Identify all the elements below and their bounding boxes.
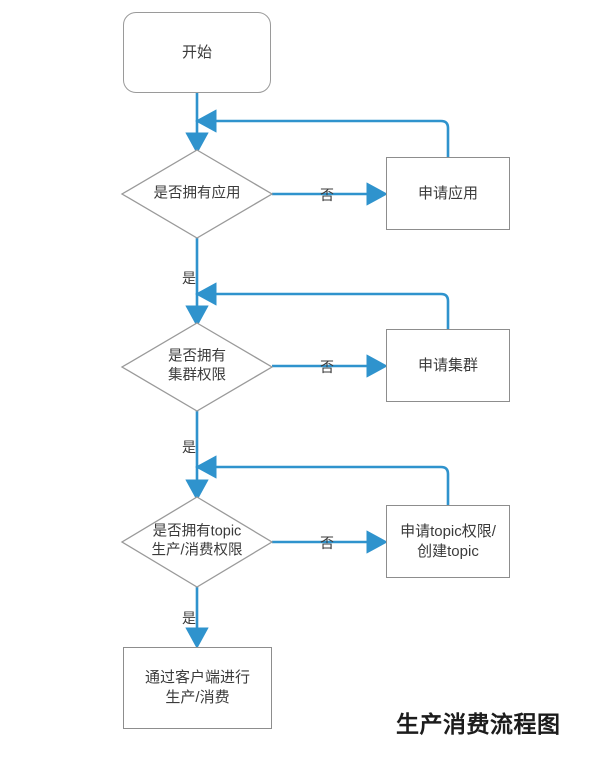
edge-apply-cluster-feedback (195, 282, 450, 329)
node-decision-has-cluster[interactable]: 是否拥有 集群权限 (120, 322, 274, 412)
edge-label-yes-app: 是 (182, 270, 196, 286)
node-final-produce-consume[interactable]: 通过客户端进行 生产/消费 (123, 647, 272, 729)
edge-label-no-cluster: 否 (320, 359, 334, 375)
node-apply-topic[interactable]: 申请topic权限/ 创建topic (386, 505, 510, 578)
node-decision-has-app-label: 是否拥有应用 (153, 185, 241, 202)
node-apply-cluster-label: 申请集群 (417, 356, 478, 374)
node-apply-cluster[interactable]: 申请集群 (386, 329, 510, 402)
diagram-caption: 生产消费流程图 (396, 711, 561, 737)
node-start-label: 开始 (181, 43, 212, 61)
node-apply-app-label: 申请应用 (417, 184, 478, 202)
node-decision-has-topic-perm-label: 是否拥有topic 生产/消费权限 (151, 523, 243, 559)
node-decision-has-topic-perm[interactable]: 是否拥有topic 生产/消费权限 (120, 496, 274, 588)
edge-apply-topic-feedback (195, 455, 450, 505)
node-apply-app[interactable]: 申请应用 (386, 157, 510, 230)
edge-label-yes-cluster: 是 (182, 439, 196, 455)
node-apply-topic-label: 申请topic权限/ 创建topic (400, 522, 496, 560)
edge-label-yes-topic: 是 (182, 610, 196, 626)
edge-apply-app-feedback (195, 109, 450, 157)
node-start[interactable]: 开始 (123, 12, 271, 93)
node-final-produce-consume-label: 通过客户端进行 生产/消费 (144, 669, 250, 706)
edge-label-no-topic: 否 (320, 535, 334, 551)
edge-label-no-app: 否 (320, 187, 334, 203)
node-decision-has-cluster-label: 是否拥有 集群权限 (168, 348, 226, 384)
node-decision-has-app[interactable]: 是否拥有应用 (120, 149, 274, 239)
